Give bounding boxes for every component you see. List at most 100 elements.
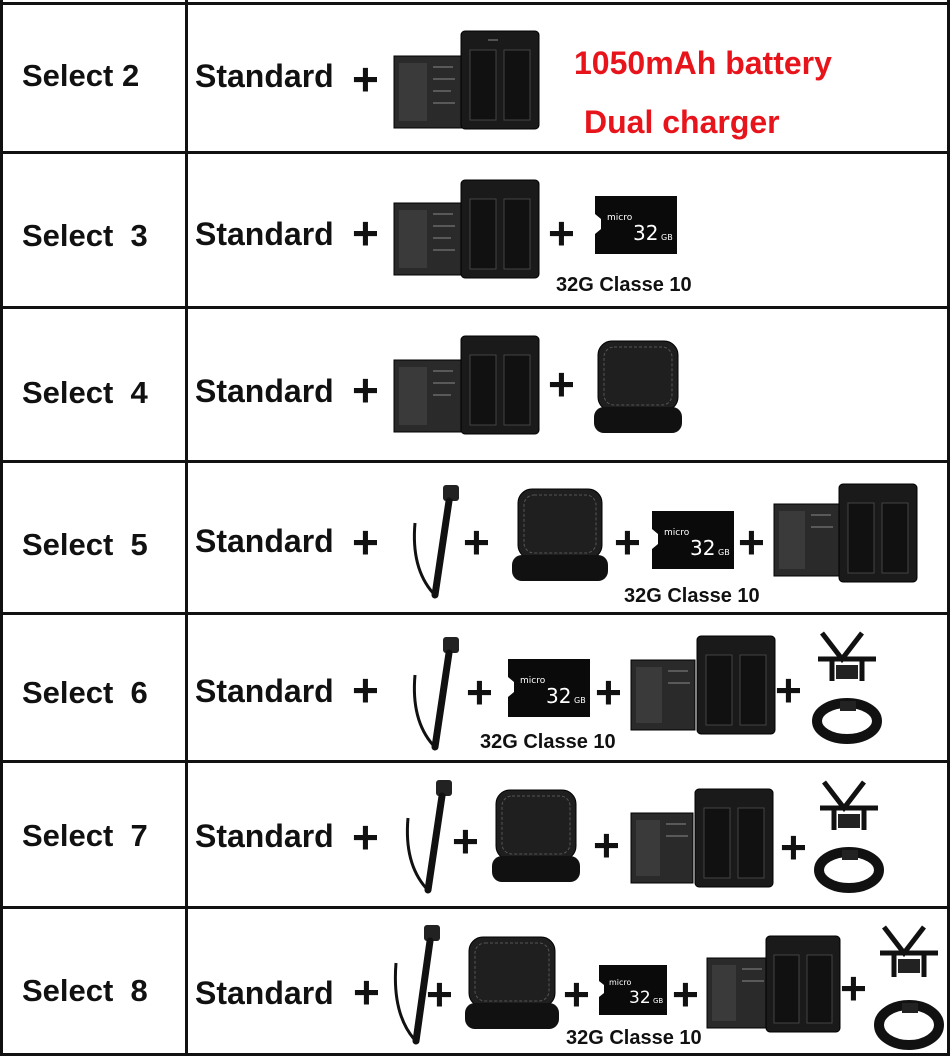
sd-caption: 32G Classe 10 xyxy=(480,731,616,753)
plus-icon: + xyxy=(352,516,379,568)
plus-icon: + xyxy=(614,516,641,568)
battery-icon xyxy=(630,659,696,731)
select-label: Select 6 xyxy=(22,675,148,710)
battery-icon xyxy=(393,55,463,129)
charger-note: Dual charger xyxy=(584,104,780,140)
plus-icon: + xyxy=(463,516,490,568)
column-divider xyxy=(185,0,188,1056)
plus-icon: + xyxy=(595,666,622,718)
plus-icon: + xyxy=(548,358,575,410)
standard-label: Standard xyxy=(195,523,334,559)
select-label: Select 2 xyxy=(22,58,140,93)
battery-icon xyxy=(393,359,463,433)
standard-label: Standard xyxy=(195,216,334,252)
selfie-stick-icon xyxy=(405,483,465,603)
standard-label: Standard xyxy=(195,58,334,94)
selfie-stick-icon xyxy=(386,923,446,1048)
chest-head-mount-icon xyxy=(814,778,884,896)
standard-label: Standard xyxy=(195,818,334,854)
svg-text:micro: micro xyxy=(609,978,632,987)
dual-charger-icon xyxy=(460,335,540,435)
plus-icon: + xyxy=(548,207,575,259)
table-border-bottom xyxy=(0,1053,950,1056)
plus-icon: + xyxy=(775,664,802,716)
select-label: Select 4 xyxy=(22,375,148,410)
carry-case-icon xyxy=(592,337,684,437)
option-row[interactable]: Select 7 Standard + + + + xyxy=(0,762,950,907)
svg-text:32: 32 xyxy=(546,684,571,708)
svg-text:GB: GB xyxy=(574,696,586,705)
dual-charger-icon xyxy=(694,788,774,888)
dual-charger-icon xyxy=(765,935,841,1033)
standard-label: Standard xyxy=(195,673,334,709)
select-label: Select 7 xyxy=(22,818,148,853)
dual-charger-icon xyxy=(460,30,540,130)
chest-head-mount-icon xyxy=(874,923,944,1053)
table-border-top xyxy=(0,2,950,5)
plus-icon: + xyxy=(426,968,453,1020)
standard-label: Standard xyxy=(195,373,334,409)
battery-icon xyxy=(773,503,841,577)
dual-charger-icon xyxy=(696,635,776,735)
plus-icon: + xyxy=(353,966,380,1018)
dual-charger-icon xyxy=(838,483,918,583)
battery-icon xyxy=(630,812,694,884)
battery-icon xyxy=(706,957,770,1029)
sd-caption: 32G Classe 10 xyxy=(556,274,692,296)
battery-note: 1050mAh battery xyxy=(574,45,832,81)
plus-icon: + xyxy=(352,664,379,716)
plus-icon: + xyxy=(352,811,379,863)
row-divider xyxy=(0,612,950,615)
table-border-left xyxy=(0,0,3,1056)
chest-head-mount-icon xyxy=(812,629,882,747)
select-label: Select 5 xyxy=(22,527,148,562)
svg-text:32: 32 xyxy=(633,221,658,245)
row-divider xyxy=(0,306,950,309)
svg-text:micro: micro xyxy=(664,528,690,538)
select-label: Select 3 xyxy=(22,218,148,253)
sd-caption: 32G Classe 10 xyxy=(624,585,760,607)
selfie-stick-icon xyxy=(405,635,465,755)
svg-text:GB: GB xyxy=(653,997,663,1005)
carry-case-icon xyxy=(490,786,582,886)
plus-icon: + xyxy=(780,821,807,873)
plus-icon: + xyxy=(563,968,590,1020)
plus-icon: + xyxy=(452,815,479,867)
row-divider xyxy=(0,460,950,463)
plus-icon: + xyxy=(352,53,379,105)
plus-icon: + xyxy=(352,207,379,259)
row-divider xyxy=(0,151,950,154)
battery-icon xyxy=(393,202,463,276)
plus-icon: + xyxy=(738,516,765,568)
standard-label: Standard xyxy=(195,975,334,1011)
table-border-right xyxy=(947,0,950,1056)
svg-text:GB: GB xyxy=(661,233,673,242)
select-label: Select 8 xyxy=(22,973,148,1008)
plus-icon: + xyxy=(840,962,867,1014)
svg-text:32: 32 xyxy=(690,536,715,560)
plus-icon: + xyxy=(466,666,493,718)
svg-text:micro: micro xyxy=(607,213,633,223)
row-divider xyxy=(0,760,950,763)
carry-case-icon xyxy=(510,485,610,585)
carry-case-icon xyxy=(463,933,561,1033)
svg-text:GB: GB xyxy=(718,548,730,557)
sd-caption: 32G Classe 10 xyxy=(566,1027,702,1049)
svg-text:32: 32 xyxy=(629,988,651,1008)
option-row[interactable]: Select 4 Standard + + xyxy=(0,307,950,461)
option-row[interactable]: Select 2 Standard + 1050mAh battery Dual… xyxy=(0,0,950,152)
svg-text:micro: micro xyxy=(520,676,546,686)
plus-icon: + xyxy=(352,364,379,416)
dual-charger-icon xyxy=(460,179,540,279)
selfie-stick-icon xyxy=(398,778,458,898)
plus-icon: + xyxy=(593,819,620,871)
